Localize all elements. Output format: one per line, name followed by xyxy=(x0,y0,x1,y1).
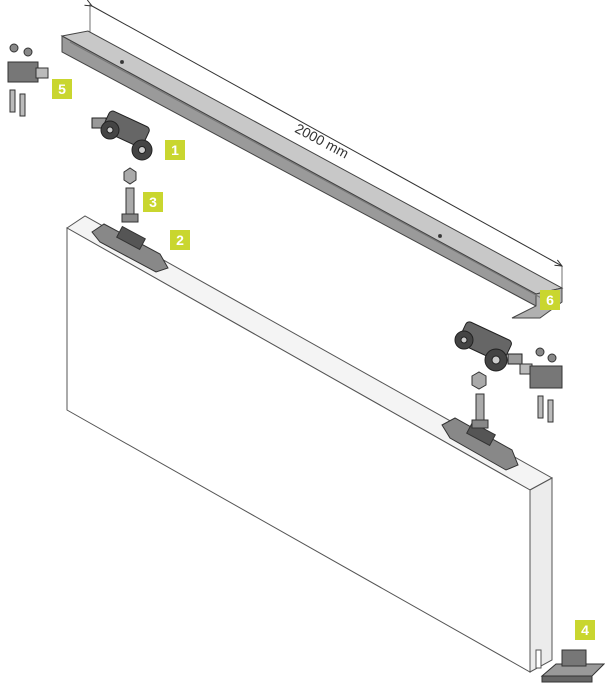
part-tag-5: 5 xyxy=(52,79,72,99)
part-tag-6: 6 xyxy=(540,290,560,310)
door-panel xyxy=(66,215,554,673)
bolt-and-nut-left xyxy=(121,167,139,223)
bolt-and-nut-right xyxy=(471,371,489,429)
part-tag-2: 2 xyxy=(170,230,190,250)
roller-carriage-right xyxy=(454,321,523,372)
end-stop-left xyxy=(7,43,49,117)
dimension-line xyxy=(90,4,562,288)
door-bracket-left xyxy=(91,223,169,273)
part-tag-4: 4 xyxy=(575,620,595,640)
part-tag-3: 3 xyxy=(143,192,163,212)
part-tag-1: 1 xyxy=(165,140,185,160)
track-rail xyxy=(60,30,564,319)
floor-guide xyxy=(540,649,605,683)
roller-carriage-left xyxy=(91,110,153,161)
end-stop-right xyxy=(519,347,563,423)
